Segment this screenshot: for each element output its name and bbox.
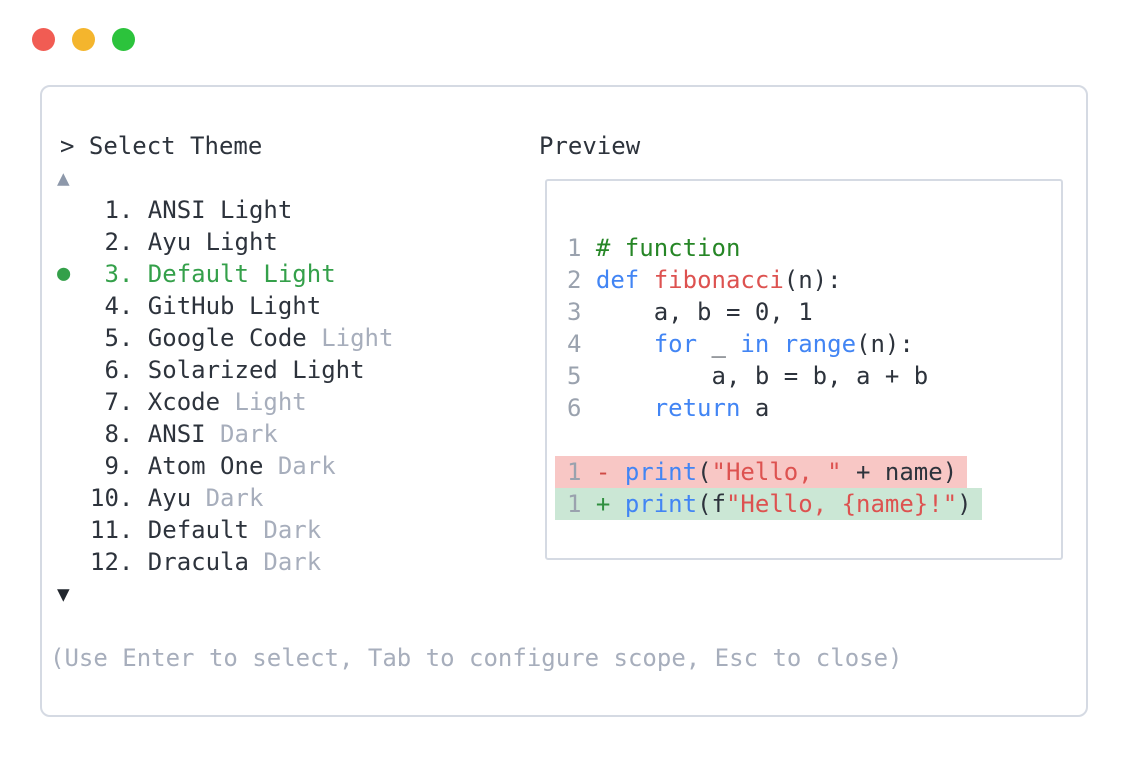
theme-item-ayu[interactable]: 10. Ayu Dark: [90, 484, 264, 512]
scroll-down-indicator[interactable]: ▼: [57, 582, 70, 606]
diff-line-removed: 1 - print("Hello, " + name): [555, 456, 968, 488]
window-controls: [32, 28, 135, 51]
theme-item-default[interactable]: 11. Default Dark: [90, 516, 322, 544]
code-line-4: 4 for _ in range(n):: [567, 330, 914, 358]
preview-title: Preview: [539, 132, 641, 160]
theme-item-solarized-light[interactable]: 6. Solarized Light: [90, 356, 365, 384]
theme-item-google-code[interactable]: 5. Google Code Light: [90, 324, 394, 352]
code-line-6: 6 return a: [567, 394, 770, 422]
theme-item-github-light[interactable]: 4. GitHub Light: [90, 292, 322, 320]
diff-line-added: 1 + print(f"Hello, {name}!"): [555, 488, 982, 520]
theme-selector-dialog: > Select Theme ▲ 1. ANSI Light 2. Ayu Li…: [40, 85, 1088, 717]
theme-item-default-light[interactable]: 3. Default Light: [90, 260, 336, 288]
keyboard-hint: (Use Enter to select, Tab to configure s…: [50, 644, 903, 672]
close-button[interactable]: [32, 28, 55, 51]
theme-item-dracula[interactable]: 12. Dracula Dark: [90, 548, 322, 576]
scroll-up-indicator[interactable]: ▲: [57, 166, 70, 190]
code-line-1: 1 # function: [567, 234, 741, 262]
theme-item-xcode[interactable]: 7. Xcode Light: [90, 388, 307, 416]
theme-item-ansi[interactable]: 8. ANSI Dark: [90, 420, 278, 448]
code-line-3: 3 a, b = 0, 1: [567, 298, 813, 326]
code-line-blank: [555, 424, 577, 456]
theme-item-ayu-light[interactable]: 2. Ayu Light: [90, 228, 278, 256]
select-theme-prompt: > Select Theme: [60, 132, 263, 160]
code-line-2: 2 def fibonacci(n):: [567, 266, 842, 294]
minimize-button[interactable]: [72, 28, 95, 51]
preview-pane: 1 # function 2 def fibonacci(n): 3 a, b = …: [545, 179, 1063, 560]
maximize-button[interactable]: [112, 28, 135, 51]
selected-item-bullet: ●: [57, 261, 71, 286]
theme-item-ansi-light[interactable]: 1. ANSI Light: [90, 196, 293, 224]
theme-item-atom-one[interactable]: 9. Atom One Dark: [90, 452, 336, 480]
code-line-5: 5 a, b = b, a + b: [567, 362, 929, 390]
